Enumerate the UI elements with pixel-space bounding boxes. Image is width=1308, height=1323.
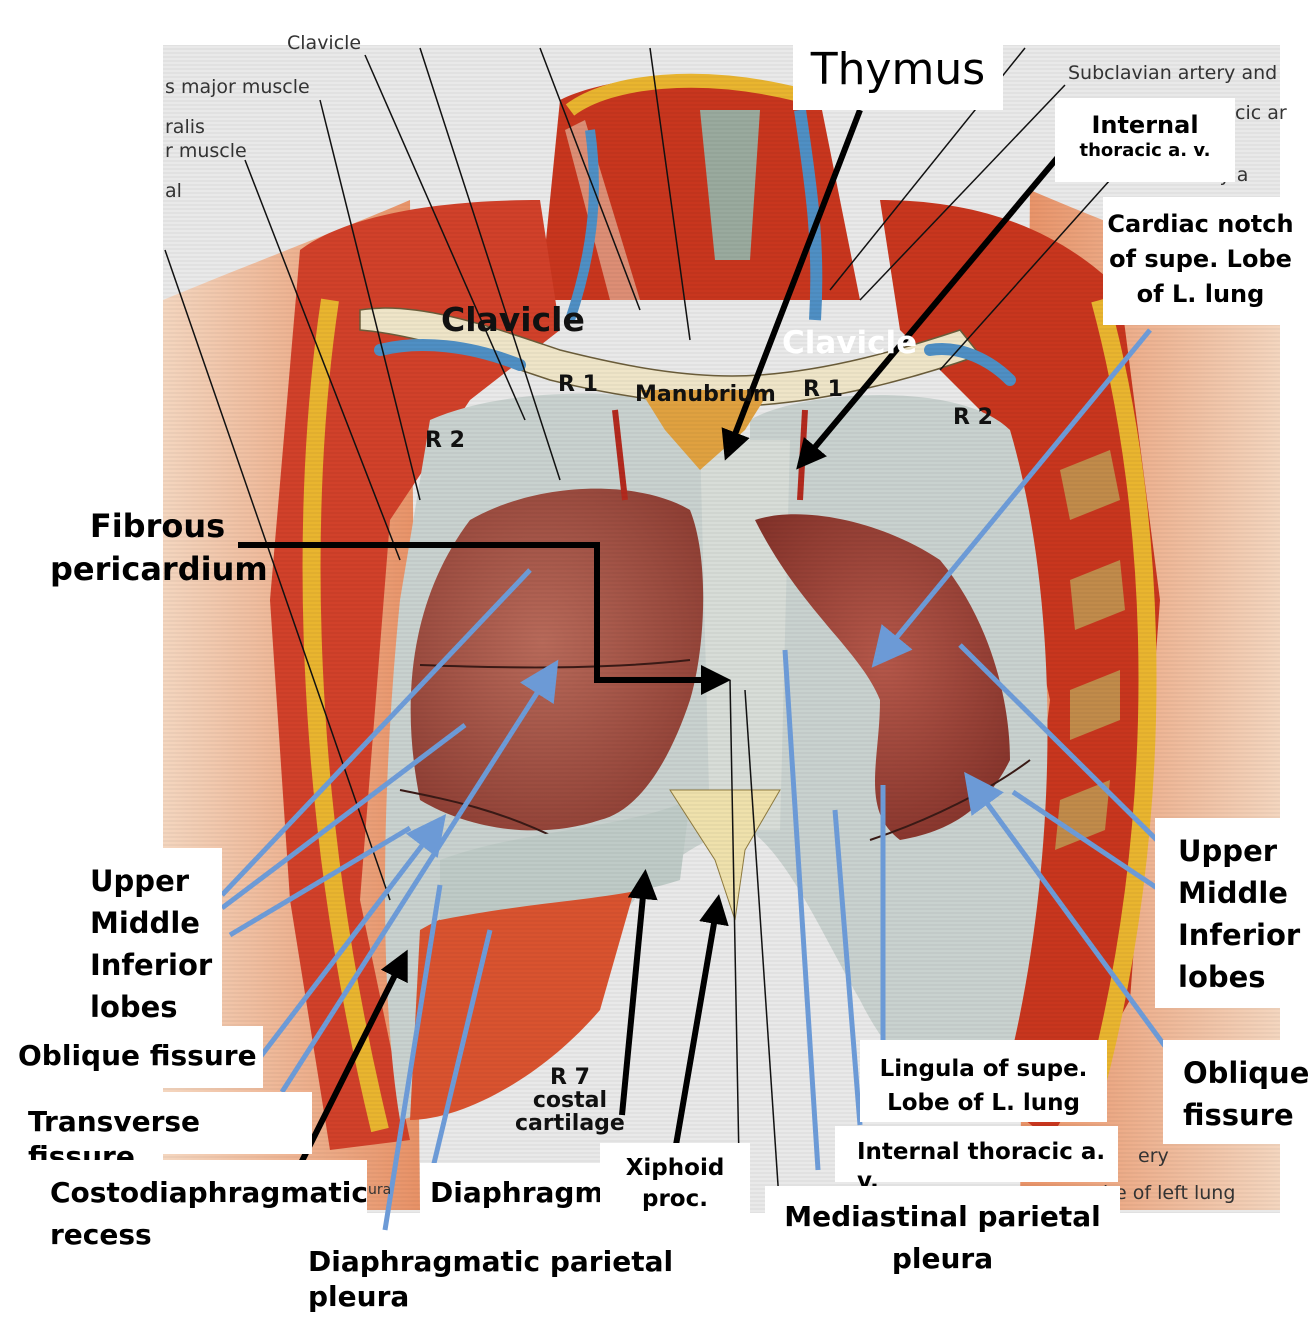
pointer-diaphragm xyxy=(427,929,493,1181)
orig-label-pectoralis-minor-2: r muscle xyxy=(165,140,247,162)
label-r1-left: R 1 xyxy=(558,372,598,397)
label-cardiac-notch: Cardiac notch of supe. Lobe of L. lung xyxy=(1103,197,1298,325)
pointer-internal-thoracic-top xyxy=(796,143,1071,470)
orig-label-clavicle: Clavicle xyxy=(287,32,362,54)
label-oblique-fissure-left: Oblique fissure xyxy=(10,1026,263,1088)
orig-label-ery: ery xyxy=(1138,1145,1169,1167)
label-manubrium: Manubrium xyxy=(635,382,776,407)
label-diaphragm: Diaphragm xyxy=(420,1163,604,1223)
label-oblique-fissure-right: Oblique fissure xyxy=(1163,1040,1308,1144)
label-r2-right: R 2 xyxy=(953,405,993,430)
pointer-costodiaphragmatic-recess xyxy=(292,949,408,1177)
pointer-diaphragmatic-pleura xyxy=(382,884,443,1231)
label-transverse-fissure: Transverse fissure xyxy=(10,1092,312,1173)
label-lobes-right: Upper Middle Inferior lobes xyxy=(1155,818,1308,1008)
pointer-thymus xyxy=(721,108,863,461)
black-pointer-lines xyxy=(238,108,1071,1177)
label-clavicle-right: Clavicle xyxy=(782,325,918,361)
pointer-fibrous-pericardium xyxy=(238,542,731,695)
label-diaphragmatic-parietal-pleura: Diaphragmatic parietal pleura xyxy=(295,1232,755,1313)
orig-label-al: al xyxy=(165,180,182,202)
pointer-inferior-lobe-left xyxy=(228,825,412,938)
label-xiphoid-proc: Xiphoid proc. xyxy=(600,1143,750,1221)
pointer-oblique-fissure-right xyxy=(964,771,1173,1055)
label-internal-thoracic-top: Internal thoracic a. v. xyxy=(1055,98,1235,182)
label-lingula: Lingula of supe. Lobe of L. lung xyxy=(860,1040,1107,1122)
label-fibrous-pericardium: Fibrous pericardium xyxy=(50,507,268,588)
orig-label-pectoralis-minor-1: ralis xyxy=(165,116,205,138)
label-r7-costal-cartilage: R 7 costal cartilage xyxy=(515,1065,625,1136)
label-r1-right: R 1 xyxy=(803,377,843,402)
label-mediastinal-parietal-pleura: Mediastinal parietal pleura xyxy=(765,1186,1120,1286)
label-internal-thoracic-bottom: Internal thoracic a. v. xyxy=(835,1126,1118,1194)
label-clavicle-left: Clavicle xyxy=(441,300,585,339)
pointer-cardiac-notch xyxy=(871,328,1152,668)
pointer-r7-cartilage xyxy=(619,869,658,1116)
pointer-upper-lobe-left xyxy=(220,568,532,897)
orig-label-cic: cic ar xyxy=(1235,102,1287,124)
label-lobes-left: Upper Middle Inferior lobes xyxy=(60,848,222,1026)
label-thymus: Thymus xyxy=(793,35,1003,110)
pointer-inferior-lobe-right xyxy=(1011,789,1177,903)
orig-label-left-lung: be of left lung xyxy=(1103,1182,1236,1204)
pointer-oblique-fissure-left xyxy=(256,814,447,1062)
pointer-internal-thoracic-bottom xyxy=(832,809,863,1126)
pointer-xiphoid xyxy=(673,894,729,1146)
pointer-middle-lobe-left xyxy=(220,723,467,910)
pointer-transverse-fissure xyxy=(279,659,559,1094)
pointer-mediastinal-pleura xyxy=(782,649,821,1171)
orig-label-ura: ura xyxy=(368,1182,392,1198)
print-hatching xyxy=(163,45,1280,1213)
orig-label-subclavian: Subclavian artery and xyxy=(1068,62,1278,84)
blue-pointer-lines xyxy=(220,328,1177,1231)
orig-label-pectoralis-major: s major muscle xyxy=(165,76,310,98)
label-r2-left: R 2 xyxy=(425,428,465,453)
pointer-upper-lobe-right xyxy=(958,643,1177,860)
